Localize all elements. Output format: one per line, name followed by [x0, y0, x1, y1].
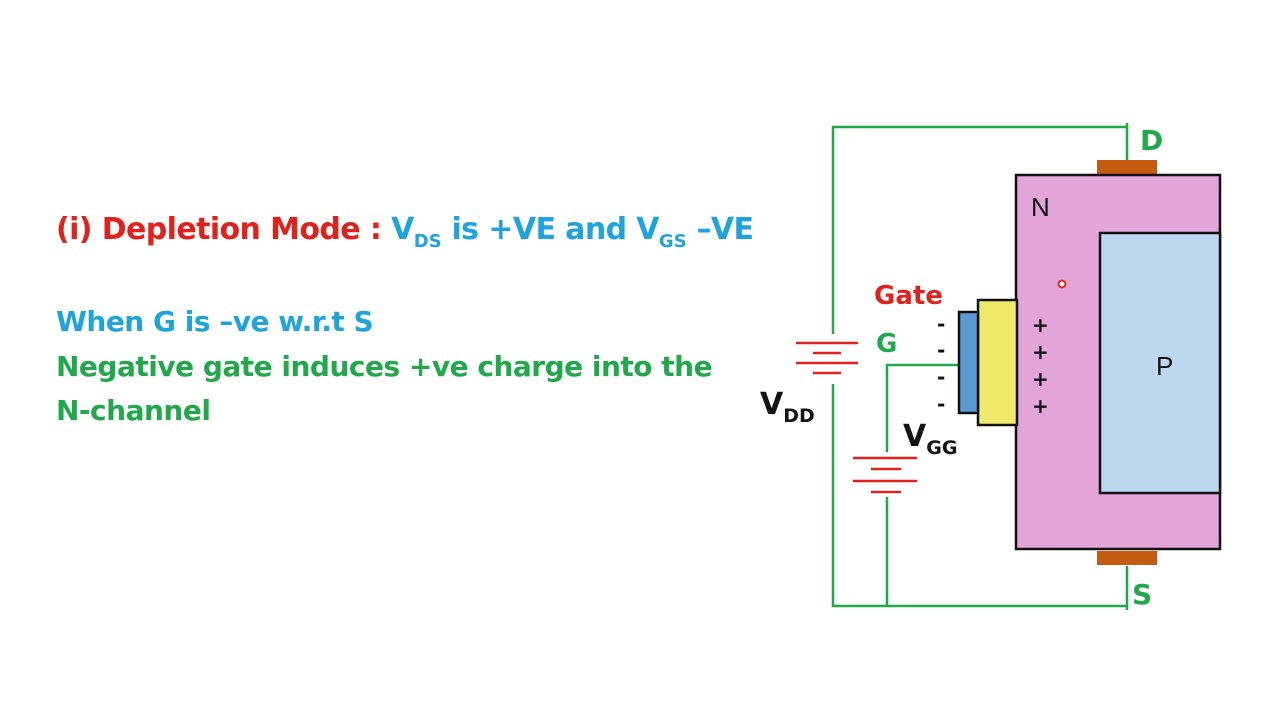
vdd-battery-icon [796, 334, 858, 384]
note-line-3: N-channel [56, 394, 211, 427]
plus-sign: + [1032, 367, 1049, 391]
gate-word-label: Gate [874, 281, 943, 311]
minus-sign: - [937, 392, 945, 416]
note-line-1: When G is –ve w.r.t S [56, 305, 374, 338]
vgg-battery-icon [853, 456, 917, 494]
plus-sign: + [1032, 340, 1049, 364]
gate-negative-charges: - - - - [937, 312, 945, 416]
mode-heading: (i) Depletion Mode : VDS is +VE and VGS … [56, 212, 754, 252]
g-label: G [876, 329, 897, 359]
n-label: N [1031, 192, 1050, 222]
gate-wire [885, 363, 958, 452]
gate-metal [957, 310, 980, 415]
p-label: P [1156, 351, 1173, 381]
p-region [1098, 231, 1222, 495]
vgg-label: VGG [903, 419, 957, 459]
plus-sign: + [1032, 313, 1049, 337]
channel-positive-charges: + + + + [1032, 313, 1049, 418]
heading-prefix: (i) Depletion Mode : [56, 212, 392, 247]
heading-vds: VDS is +VE and VGS –VE [391, 212, 754, 252]
marker-dot [1057, 279, 1067, 289]
vdd-label: VDD [760, 387, 815, 427]
drain-contact [1097, 160, 1157, 174]
minus-sign: - [937, 365, 945, 389]
plus-sign: + [1032, 394, 1049, 418]
source-contact [1097, 551, 1157, 565]
minus-sign: - [937, 312, 945, 336]
minus-sign: - [937, 338, 945, 362]
drain-label: D [1140, 124, 1163, 157]
source-label: S [1132, 578, 1152, 611]
oxide-layer [976, 298, 1019, 427]
note-line-2: Negative gate induces +ve charge into th… [56, 350, 713, 383]
